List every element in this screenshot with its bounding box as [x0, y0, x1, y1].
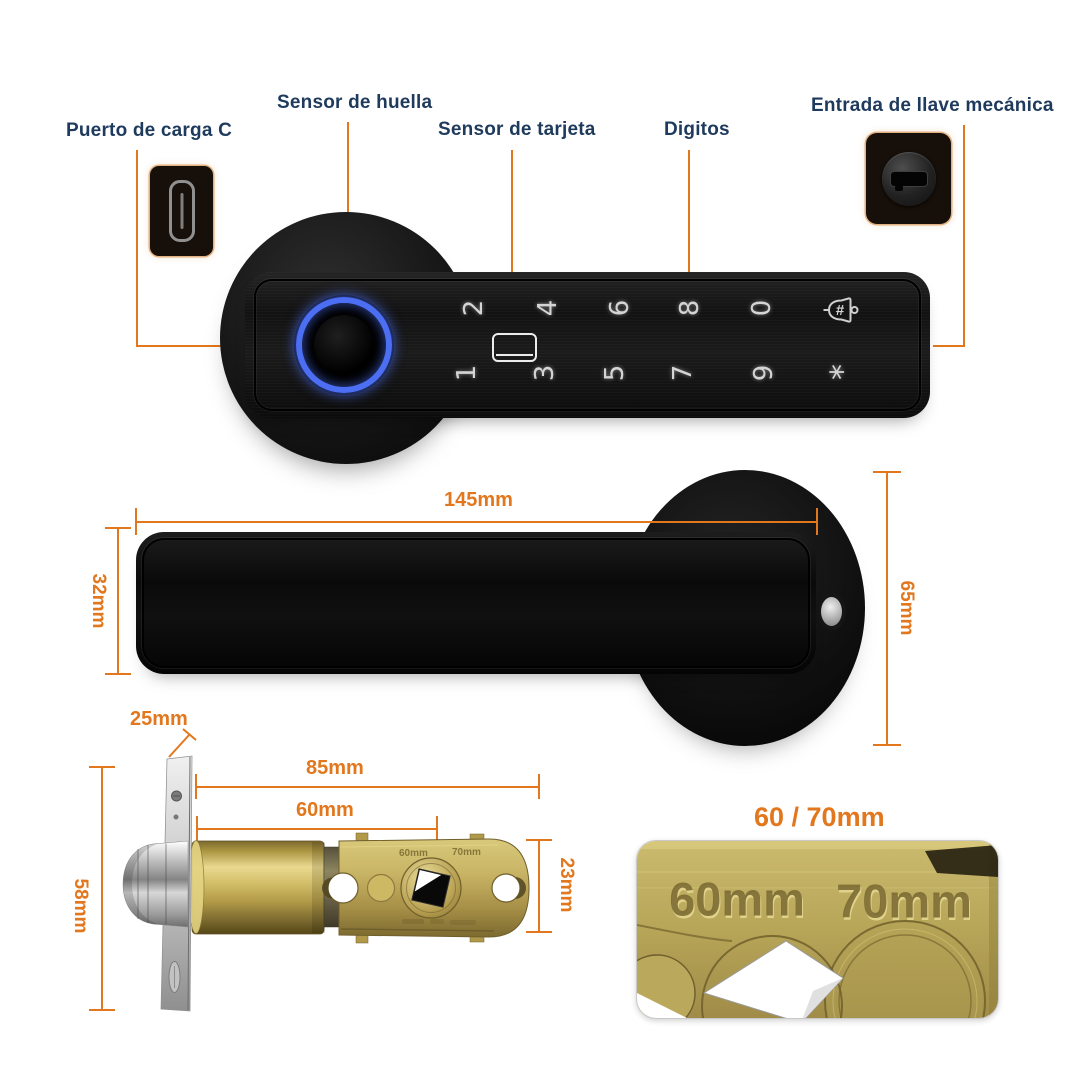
dim-85-label: 85mm — [306, 757, 364, 779]
dim-32-line — [117, 528, 119, 675]
dim-25-label: 25mm — [130, 708, 188, 730]
dim-58-tick-top — [89, 766, 115, 768]
plate-stamp-60: 60mm — [399, 848, 428, 859]
dim-65-label: 65mm — [896, 580, 917, 636]
dim-32-tick-bottom — [105, 673, 131, 675]
leader-charging-port-v — [136, 150, 138, 347]
dim-60-label: 60mm — [296, 799, 354, 821]
screw-hole — [817, 593, 846, 630]
dim-65-tick-bottom — [873, 744, 901, 746]
dim-85-tick-right — [538, 774, 540, 799]
fingerprint-blue-ring — [296, 297, 392, 393]
label-charging-port: Puerto de carga C — [66, 120, 233, 141]
label-digits: Digitos — [664, 119, 730, 140]
leader-digits — [688, 150, 690, 300]
dim-32-label: 32mm — [88, 573, 109, 629]
spindle-square-hole — [411, 868, 451, 908]
bell-shape — [823, 297, 859, 323]
keyhole-icon — [866, 133, 951, 224]
dim-60-line — [197, 828, 437, 830]
stamp-60: 60mm — [669, 873, 805, 926]
dim-65-tick-top — [873, 471, 901, 473]
fingerprint-ring-icon — [294, 295, 394, 395]
leader-25mm — [168, 728, 197, 758]
dim-adjustable-label: 60 / 70mm — [754, 802, 885, 832]
dim-145-tick-right — [816, 508, 818, 535]
key-8: 8 — [675, 299, 705, 317]
key-star: * — [823, 364, 861, 380]
key-0: 0 — [747, 299, 777, 317]
stamp-60-highlight: 60mm — [670, 875, 806, 928]
dim-85-tick-left — [195, 774, 197, 799]
usb-c-pill-outline — [168, 180, 195, 242]
label-key-entry: Entrada de llave mecánica — [811, 95, 1054, 116]
dim-58-line — [101, 767, 103, 1011]
fingerprint-pad — [314, 315, 374, 375]
latch-bolt — [122, 840, 189, 928]
leader-charging-port-h — [136, 345, 244, 347]
dim-65-line — [886, 472, 888, 746]
label-card-sensor: Sensor de tarjeta — [438, 119, 596, 140]
handle-bezel — [254, 279, 921, 411]
backset-plate: 60mm 70mm — [322, 832, 530, 944]
key-4: 4 — [533, 299, 563, 317]
key-5: 5 — [600, 364, 630, 382]
backset-closeup-photo: 60mm 60mm 70mm 70mm — [636, 840, 999, 1019]
backset-closeup-art: 60mm 60mm 70mm 70mm — [637, 841, 998, 1018]
side-handle-bezel — [142, 538, 810, 668]
dim-23-tick-top — [526, 839, 552, 841]
key-2: 2 — [459, 299, 489, 317]
lock-handle — [245, 272, 930, 418]
dim-145-line — [136, 521, 817, 523]
key-9: 9 — [749, 364, 779, 382]
doorbell-hash-icon: # — [823, 297, 859, 323]
latch-cylinder — [187, 840, 325, 935]
plate-tab-shadow — [925, 845, 998, 877]
key-7: 7 — [668, 364, 698, 382]
latch-bolt-assembly: 60mm 70mm — [122, 728, 530, 1012]
dim-32-tick-top — [105, 527, 131, 529]
dim-145-label: 145mm — [444, 489, 513, 511]
stamp-70: 70mm — [836, 875, 972, 928]
dim-60-tick-left — [196, 816, 198, 841]
leader-key-entry-v — [963, 125, 965, 347]
card-icon — [492, 333, 537, 362]
dim-23-tick-bottom — [526, 931, 552, 933]
spindle-hole-closeup — [702, 940, 844, 1018]
usb-c-tongue — [180, 193, 183, 229]
plate-stamp-70: 70mm — [452, 847, 481, 858]
hash-symbol: # — [836, 302, 845, 319]
dim-58-tick-bottom — [89, 1009, 115, 1011]
dim-23-line — [538, 840, 540, 933]
usb-c-port-icon — [150, 166, 213, 256]
dim-60-tick-right — [436, 816, 438, 841]
leader-card — [511, 150, 513, 333]
dim-145-tick-left — [135, 508, 137, 535]
key-1: 1 — [452, 364, 482, 382]
keyway-slot — [889, 170, 928, 191]
side-handle — [136, 532, 816, 674]
card-stripe — [496, 353, 533, 356]
dim-85-line — [196, 786, 539, 788]
label-fingerprint-sensor: Sensor de huella — [277, 92, 433, 113]
leader-key-entry-h — [933, 345, 965, 347]
key-6: 6 — [605, 299, 635, 317]
